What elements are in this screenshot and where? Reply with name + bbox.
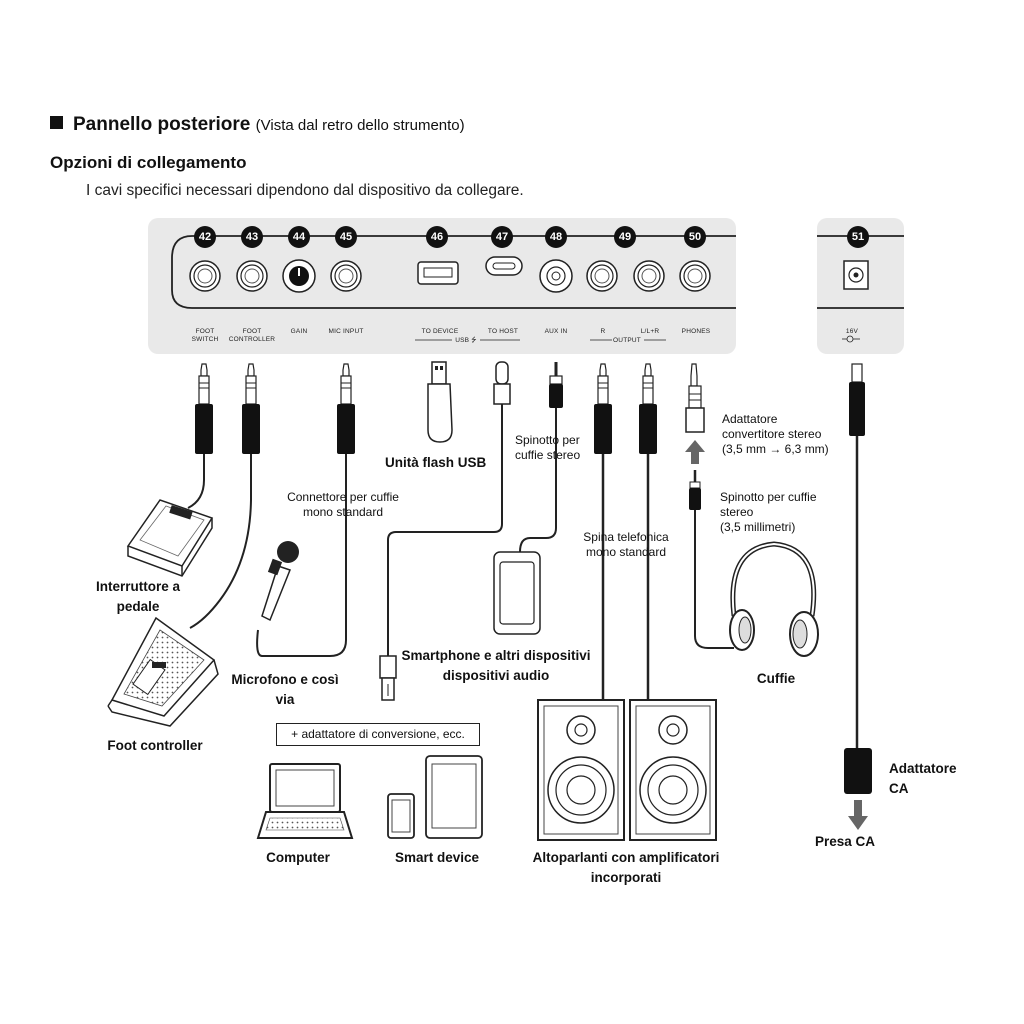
label-ac-outlet: Presa CA bbox=[814, 834, 876, 849]
foot-switch-cable bbox=[187, 363, 214, 509]
port-badge-45: 45 bbox=[335, 226, 357, 248]
square-bullet-icon bbox=[50, 116, 63, 129]
panel-label-phones: PHONES bbox=[681, 328, 711, 335]
headphones-icon bbox=[729, 541, 819, 657]
gain-knob-icon[interactable] bbox=[282, 259, 316, 293]
port-badge-47: 47 bbox=[491, 226, 513, 248]
up-arrow-icon bbox=[685, 440, 705, 464]
usb-c-port-icon bbox=[485, 256, 523, 276]
foot-controller-icon bbox=[107, 616, 219, 727]
panel-label-l-lr: L/L+R bbox=[640, 328, 660, 335]
port-badge-46: 46 bbox=[426, 226, 448, 248]
foot-switch-icon bbox=[126, 499, 214, 577]
smart-device-phone-icon bbox=[387, 793, 415, 839]
power-panel bbox=[817, 218, 904, 354]
panel-label-to-host: TO HOST bbox=[487, 328, 519, 335]
section-title: Pannello posteriore (Vista dal retro del… bbox=[50, 114, 465, 136]
usb-flash-drive-icon bbox=[427, 361, 453, 443]
power-cable bbox=[849, 363, 865, 748]
smartphone-icon bbox=[493, 551, 541, 635]
label-computer: Computer bbox=[266, 850, 330, 865]
panel-label-to-device: TO DEVICE bbox=[421, 328, 459, 335]
dc-in-jack-icon bbox=[843, 260, 869, 290]
foot-controller-cable bbox=[189, 363, 261, 629]
rear-panel bbox=[148, 218, 736, 354]
usb-host-cable bbox=[379, 361, 511, 701]
headphone-cable bbox=[689, 470, 734, 649]
port-badge-43: 43 bbox=[241, 226, 263, 248]
output-r-cable bbox=[593, 363, 613, 702]
speaker-left-icon bbox=[537, 699, 625, 841]
label-conversion-adapter-box: + adattatore di conversione, ecc. bbox=[276, 723, 480, 746]
section-title-note: (Vista dal retro dello strumento) bbox=[255, 117, 465, 134]
aux-cable bbox=[519, 362, 563, 553]
port-badge-49: 49 bbox=[614, 226, 636, 248]
usb-icon: ⭍ bbox=[471, 337, 477, 344]
speaker-right-icon bbox=[629, 699, 717, 841]
section-subtitle: Opzioni di collegamento bbox=[50, 153, 247, 172]
port-badge-50: 50 bbox=[684, 226, 706, 248]
microphone-cable bbox=[256, 363, 356, 657]
label-usb-flash-drive: Unità flash USB bbox=[385, 455, 487, 470]
label-foot-controller: Foot controller bbox=[107, 738, 203, 753]
port-badge-48: 48 bbox=[545, 226, 567, 248]
smart-device-tablet-icon bbox=[425, 755, 483, 839]
panel-label-aux-in: AUX IN bbox=[544, 328, 568, 335]
computer-icon bbox=[256, 763, 354, 839]
port-badge-42: 42 bbox=[194, 226, 216, 248]
ac-adapter-icon bbox=[844, 748, 872, 794]
label-headphones: Cuffie bbox=[756, 671, 796, 686]
panel-label-output: OUTPUT bbox=[613, 337, 641, 344]
port-badge-51: 51 bbox=[847, 226, 869, 248]
panel-label-mic-input: MIC INPUT bbox=[328, 328, 364, 335]
panel-label-gain: GAIN bbox=[290, 328, 308, 335]
port-badge-44: 44 bbox=[288, 226, 310, 248]
microphone-icon bbox=[261, 541, 299, 622]
usb-a-port-icon bbox=[417, 261, 459, 285]
panel-label-usb: USB ⭍ bbox=[455, 337, 477, 344]
label-smart-device: Smart device bbox=[394, 850, 480, 865]
panel-label-power: 16V bbox=[845, 328, 859, 335]
output-l-cable bbox=[638, 363, 658, 702]
section-description: I cavi specifici necessari dipendono dal… bbox=[86, 182, 524, 199]
headphone-adapter bbox=[685, 363, 705, 433]
dc-polarity-icon bbox=[842, 335, 860, 343]
aux-in-jack-icon bbox=[539, 259, 573, 293]
panel-label-r: R bbox=[600, 328, 606, 335]
down-arrow-icon bbox=[848, 800, 868, 830]
